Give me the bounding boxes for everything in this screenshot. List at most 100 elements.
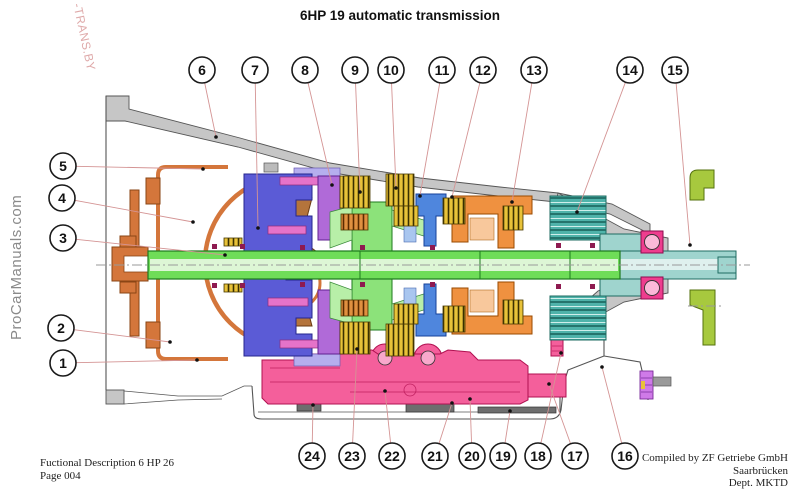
callout-6	[188, 56, 216, 84]
leader-line-6	[204, 82, 217, 138]
leader-dot-4	[191, 220, 195, 224]
callout-number-11: 11	[435, 62, 450, 78]
callout-number-13: 13	[526, 62, 542, 78]
callout-number-1: 1	[59, 355, 67, 371]
output-flange	[688, 169, 724, 346]
callout-21	[421, 442, 449, 470]
callout-number-10: 10	[383, 62, 399, 78]
leader-line-20	[469, 398, 472, 444]
footer-page-number: Page 004	[40, 470, 81, 482]
leader-dot-17	[547, 382, 551, 386]
callout-14	[616, 56, 644, 84]
leader-dot-20	[468, 397, 472, 401]
leader-line-23	[352, 348, 358, 444]
callout-4	[48, 184, 76, 212]
footer-city: Saarbrücken	[733, 464, 788, 477]
leader-line-9	[355, 82, 361, 193]
leader-line-24	[311, 404, 314, 444]
callout-23	[338, 442, 366, 470]
footer-compiled-by: Compiled by ZF Getriebe GmbH	[641, 452, 788, 464]
leader-dot-23	[355, 347, 359, 351]
callout-number-22: 22	[384, 448, 400, 464]
leader-line-7	[254, 82, 259, 229]
leader-line-10	[391, 82, 397, 189]
shaft-seals	[212, 243, 595, 289]
converter-bolt	[263, 162, 279, 173]
leader-line-16	[601, 366, 623, 444]
callout-number-23: 23	[344, 448, 360, 464]
leader-dot-24	[311, 403, 315, 407]
callout-number-2: 2	[57, 320, 65, 336]
footer-right: Compiled by ZF Getriebe GmbH Saarbrücken…	[642, 452, 788, 490]
callout-22	[378, 442, 406, 470]
callout-number-9: 9	[351, 62, 359, 78]
callout-1	[49, 349, 77, 377]
leader-line-14	[576, 82, 626, 213]
leader-dot-3	[223, 253, 227, 257]
leader-dot-10	[394, 186, 398, 190]
callout-number-16: 16	[617, 448, 633, 464]
leader-line-12	[451, 82, 481, 198]
leader-line-21	[438, 402, 453, 444]
accumulator	[527, 373, 567, 398]
callout-12	[469, 56, 497, 84]
footer-doc-title: Fuctional Description 6 HP 26	[40, 457, 175, 469]
callout-number-18: 18	[530, 448, 546, 464]
leader-dot-16	[600, 365, 604, 369]
side-watermark: ProCarManuals.com	[8, 194, 25, 340]
callout-9	[341, 56, 369, 84]
leader-dot-1	[195, 358, 199, 362]
leader-line-3	[75, 238, 226, 256]
leader-line-5	[75, 165, 204, 170]
callout-number-12: 12	[475, 62, 491, 78]
leader-dot-19	[508, 409, 512, 413]
leader-dot-5	[201, 167, 205, 171]
leader-line-17	[548, 383, 572, 444]
callout-number-19: 19	[495, 448, 511, 464]
footer-left: Fuctional Description 6 HP 26 Page 004	[40, 457, 174, 483]
leader-line-13	[511, 82, 533, 203]
callout-number-8: 8	[301, 62, 309, 78]
leader-line-19	[504, 410, 511, 444]
callout-number-5: 5	[59, 158, 67, 174]
callout-number-17: 17	[567, 448, 583, 464]
callout-10	[377, 56, 405, 84]
clutch-packs	[223, 173, 524, 357]
callout-number-24: 24	[304, 448, 320, 464]
callout-number-14: 14	[622, 62, 638, 78]
leader-line-18	[540, 352, 562, 444]
leader-line-1	[75, 359, 198, 364]
leader-dot-21	[450, 401, 454, 405]
callout-17	[561, 442, 589, 470]
leader-line-22	[384, 390, 392, 444]
callout-number-7: 7	[251, 62, 259, 78]
page-title: 6HP 19 automatic transmission	[299, 8, 501, 23]
callout-20	[458, 442, 486, 470]
leader-dot-15	[688, 243, 692, 247]
callout-15	[661, 56, 689, 84]
leader-dot-22	[383, 389, 387, 393]
leader-line-2	[73, 329, 171, 343]
callout-7	[241, 56, 269, 84]
footer-dept: Dept. MKTD	[728, 477, 788, 489]
callout-11	[428, 56, 456, 84]
leader-line-11	[419, 82, 441, 197]
electrical-connector	[639, 370, 672, 400]
callout-18	[524, 442, 552, 470]
leader-dot-14	[575, 210, 579, 214]
callout-number-6: 6	[198, 62, 206, 78]
callout-number-20: 20	[464, 448, 480, 464]
callout-3	[49, 224, 77, 252]
leader-dot-11	[418, 194, 422, 198]
callout-5	[49, 152, 77, 180]
callout-number-21: 21	[427, 448, 443, 464]
callout-number-3: 3	[59, 230, 67, 246]
leader-dot-9	[358, 190, 362, 194]
output-bearings	[640, 230, 664, 300]
leader-dot-2	[168, 340, 172, 344]
callout-number-15: 15	[667, 62, 683, 78]
leader-line-15	[675, 82, 691, 246]
leader-lines	[73, 82, 692, 444]
